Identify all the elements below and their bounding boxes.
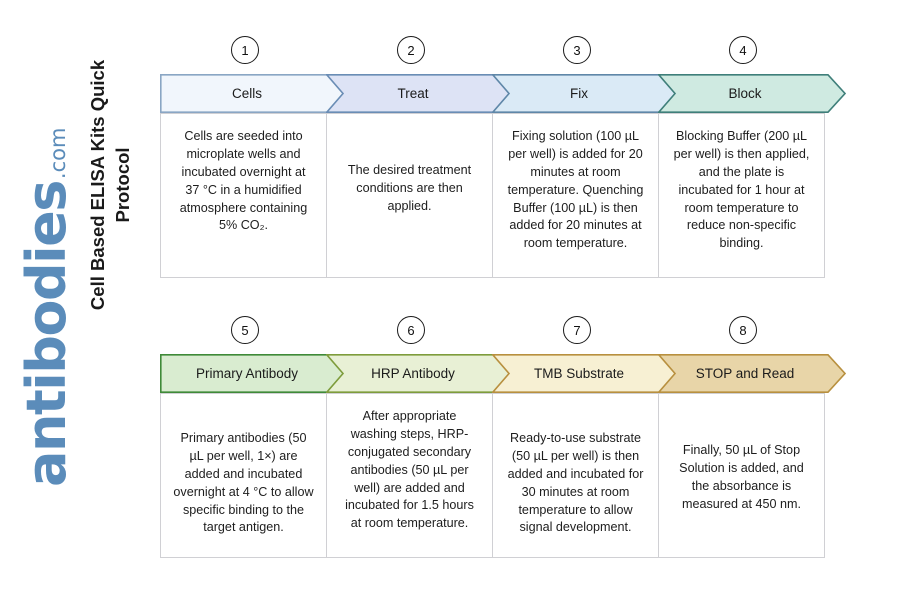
protocol-row-1: 1 2 3 4 Cells Treat Fix Blo bbox=[160, 36, 850, 278]
step-text-3: Fixing solution (100 µL per well) is add… bbox=[507, 129, 644, 251]
step-text-8: Finally, 50 µL of Stop Solution is added… bbox=[679, 443, 804, 511]
step-badge-1: 1 bbox=[231, 36, 259, 64]
step-text-4: Blocking Buffer (200 µL per well) is the… bbox=[673, 129, 810, 251]
step-arrow-5[interactable]: Primary Antibody bbox=[160, 354, 348, 393]
step-text-1: Cells are seeded into microplate wells a… bbox=[179, 129, 308, 233]
step-boxes-row-2: Primary antibodies (50 µL per well, 1×) … bbox=[160, 393, 825, 558]
step-text-6: After appropriate washing steps, HRP-con… bbox=[345, 409, 474, 531]
step-arrow-2[interactable]: Treat bbox=[326, 74, 514, 113]
step-box-4: Blocking Buffer (200 µL per well) is the… bbox=[658, 113, 825, 278]
step-arrow-4-shape bbox=[658, 74, 846, 113]
step-arrow-7[interactable]: TMB Substrate bbox=[492, 354, 680, 393]
step-box-3: Fixing solution (100 µL per well) is add… bbox=[492, 113, 659, 278]
step-arrow-5-label: Primary Antibody bbox=[195, 366, 299, 381]
step-arrow-4-label: Block bbox=[728, 86, 762, 101]
step-arrows-row-1: Cells Treat Fix Block bbox=[160, 74, 850, 113]
step-badge-8: 8 bbox=[729, 316, 757, 344]
step-box-5: Primary antibodies (50 µL per well, 1×) … bbox=[160, 393, 327, 558]
step-badge-2: 2 bbox=[397, 36, 425, 64]
step-badges-row-2: 5 6 7 8 bbox=[160, 316, 850, 354]
brand-logo-word: antibodies bbox=[15, 181, 78, 487]
step-box-8: Finally, 50 µL of Stop Solution is added… bbox=[658, 393, 825, 558]
step-arrow-4[interactable]: Block bbox=[658, 74, 846, 113]
step-badge-5: 5 bbox=[231, 316, 259, 344]
step-arrows-row-2: Primary Antibody HRP Antibody TMB Substr… bbox=[160, 354, 850, 393]
step-arrow-8[interactable]: STOP and Read bbox=[658, 354, 846, 393]
step-box-6: After appropriate washing steps, HRP-con… bbox=[326, 393, 493, 558]
step-text-5: Primary antibodies (50 µL per well, 1×) … bbox=[173, 431, 314, 535]
step-arrow-2-label: Treat bbox=[397, 86, 429, 101]
step-boxes-row-1: Cells are seeded into microplate wells a… bbox=[160, 113, 825, 278]
step-arrow-1[interactable]: Cells bbox=[160, 74, 348, 113]
step-arrow-8-label: STOP and Read bbox=[695, 366, 795, 381]
step-arrow-8-shape bbox=[658, 354, 846, 393]
step-arrow-6[interactable]: HRP Antibody bbox=[326, 354, 514, 393]
protocol-row-2: 5 6 7 8 Primary Antibody HRP Antibody TM… bbox=[160, 316, 850, 558]
step-arrow-3-label: Fix bbox=[570, 86, 588, 101]
brand-logo: antibodies.com bbox=[15, 128, 84, 487]
step-badge-4: 4 bbox=[729, 36, 757, 64]
step-box-7: Ready-to-use substrate (50 µL per well) … bbox=[492, 393, 659, 558]
step-text-7: Ready-to-use substrate (50 µL per well) … bbox=[507, 431, 644, 535]
step-box-1: Cells are seeded into microplate wells a… bbox=[160, 113, 327, 278]
step-badge-3: 3 bbox=[563, 36, 591, 64]
step-arrow-1-label: Cells bbox=[231, 86, 262, 101]
step-box-2: The desired treatment conditions are the… bbox=[326, 113, 493, 278]
page-title: Cell Based ELISA Kits Quick Protocol bbox=[87, 59, 133, 311]
step-badges-row-1: 1 2 3 4 bbox=[160, 36, 850, 74]
brand-logo-tld: .com bbox=[46, 127, 70, 180]
step-text-2: The desired treatment conditions are the… bbox=[347, 163, 472, 213]
step-badge-6: 6 bbox=[397, 316, 425, 344]
step-badge-7: 7 bbox=[563, 316, 591, 344]
step-arrow-3[interactable]: Fix bbox=[492, 74, 680, 113]
step-arrow-6-label: HRP Antibody bbox=[371, 366, 455, 381]
step-arrow-7-label: TMB Substrate bbox=[533, 366, 625, 381]
